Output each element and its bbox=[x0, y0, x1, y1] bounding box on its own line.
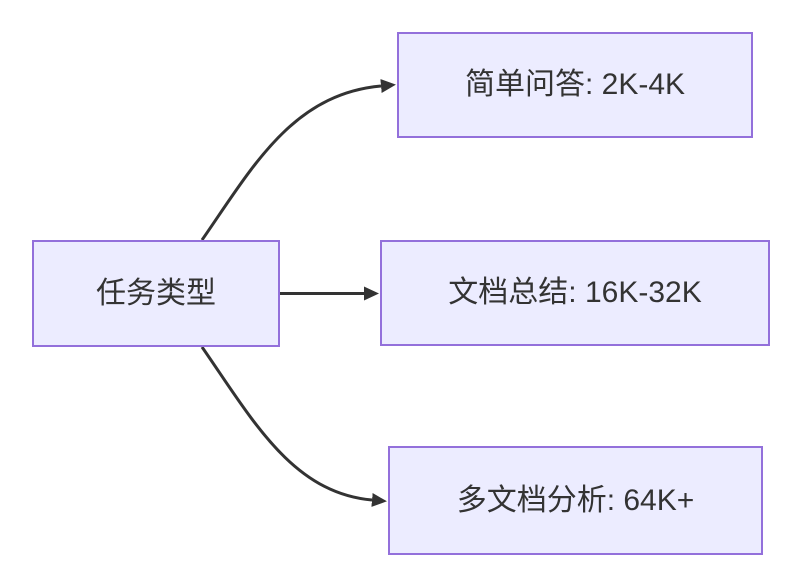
node-task-type: 任务类型 bbox=[32, 240, 280, 347]
node-multi-doc: 多文档分析: 64K+ bbox=[388, 446, 763, 555]
node-simple-qa-label: 简单问答: 2K-4K bbox=[464, 68, 686, 101]
node-multi-doc-label: 多文档分析: 64K+ bbox=[456, 483, 695, 517]
node-doc-summary-label: 文档总结: 16K-32K bbox=[448, 276, 702, 309]
node-doc-summary: 文档总结: 16K-32K bbox=[380, 240, 770, 346]
node-simple-qa: 简单问答: 2K-4K bbox=[397, 32, 753, 138]
node-task-type-label: 任务类型 bbox=[96, 276, 216, 310]
arrow-task-to-simple-qa bbox=[200, 79, 396, 241]
arrow-task-to-multi-doc bbox=[200, 346, 387, 507]
